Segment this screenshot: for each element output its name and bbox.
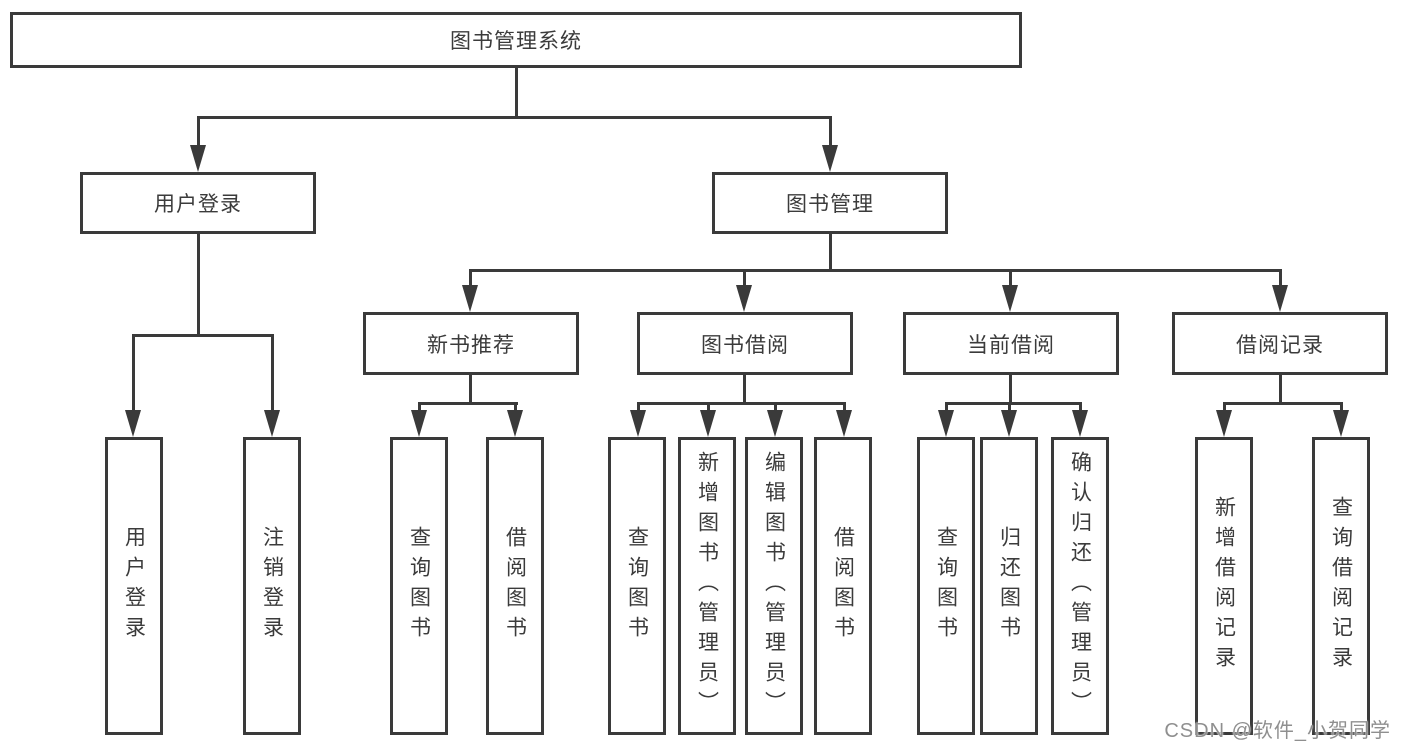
node-query-books-current-label: 查询图书 [934, 526, 958, 646]
arrow-down-icon [190, 145, 206, 172]
connector-line [469, 375, 472, 405]
connector-line [197, 234, 200, 337]
node-user-login-action-label: 用户登录 [122, 526, 146, 646]
arrow-down-icon [125, 410, 141, 437]
node-add-borrow-record: 新增借阅记录 [1195, 437, 1253, 735]
connector-line [271, 334, 274, 412]
arrow-down-icon [700, 410, 716, 437]
node-new-book-recommend: 新书推荐 [363, 312, 579, 375]
node-borrow-books-borrow-label: 借阅图书 [831, 526, 855, 646]
arrow-down-icon [264, 410, 280, 437]
node-current-borrow: 当前借阅 [903, 312, 1119, 375]
node-confirm-return-admin: 确认归还（管理员） [1051, 437, 1109, 735]
connector-line [132, 334, 135, 412]
node-edit-book-admin-label: 编辑图书（管理员） [762, 451, 786, 721]
connector-line [774, 402, 777, 412]
connector-line [1008, 402, 1011, 412]
node-new-book-recommend-label: 新书推荐 [427, 333, 515, 357]
node-edit-book-admin: 编辑图书（管理员） [745, 437, 803, 735]
arrow-down-icon [507, 410, 523, 437]
arrow-down-icon [1333, 410, 1349, 437]
node-current-borrow-label: 当前借阅 [967, 333, 1055, 357]
node-query-books-borrow-label: 查询图书 [625, 526, 649, 646]
node-return-book: 归还图书 [980, 437, 1038, 735]
arrow-down-icon [1216, 410, 1232, 437]
node-book-borrow-label: 图书借阅 [701, 333, 789, 357]
connector-line [1279, 269, 1282, 287]
node-book-management: 图书管理 [712, 172, 948, 234]
node-borrow-records-label: 借阅记录 [1236, 333, 1324, 357]
node-add-book-admin-label: 新增图书（管理员） [695, 451, 719, 721]
node-query-books-current: 查询图书 [917, 437, 975, 735]
arrow-down-icon [411, 410, 427, 437]
arrow-down-icon [1072, 410, 1088, 437]
node-query-books-recommend-label: 查询图书 [407, 526, 431, 646]
connector-line [637, 402, 846, 405]
connector-line [1009, 269, 1012, 287]
node-logout: 注销登录 [243, 437, 301, 735]
node-user-login: 用户登录 [80, 172, 316, 234]
node-root: 图书管理系统 [10, 12, 1022, 68]
arrow-down-icon [1272, 285, 1288, 312]
arrow-down-icon [630, 410, 646, 437]
connector-line [743, 269, 746, 287]
arrow-down-icon [736, 285, 752, 312]
node-book-management-label: 图书管理 [786, 193, 874, 216]
connector-line [743, 375, 746, 405]
connector-line [132, 334, 274, 337]
node-borrow-books-recommend-label: 借阅图书 [503, 526, 527, 646]
node-logout-label: 注销登录 [260, 526, 284, 646]
csdn-watermark: CSDN @软件_小贺同学 [1164, 720, 1391, 742]
node-borrow-books-recommend: 借阅图书 [486, 437, 544, 735]
node-borrow-books-borrow: 借阅图书 [814, 437, 872, 735]
connector-line [1009, 375, 1012, 405]
connector-line [418, 402, 421, 412]
arrow-down-icon [938, 410, 954, 437]
node-add-borrow-record-label: 新增借阅记录 [1212, 496, 1236, 676]
arrow-down-icon [822, 145, 838, 172]
connector-line [469, 269, 1282, 272]
connector-line [1223, 402, 1226, 412]
arrow-down-icon [1001, 410, 1017, 437]
connector-line [1340, 402, 1343, 412]
node-return-book-label: 归还图书 [997, 526, 1021, 646]
node-book-borrow: 图书借阅 [637, 312, 853, 375]
node-query-books-borrow: 查询图书 [608, 437, 666, 735]
connector-line [829, 234, 832, 272]
connector-line [637, 402, 640, 412]
node-root-label: 图书管理系统 [450, 30, 582, 53]
connector-line [469, 269, 472, 287]
connector-line [945, 402, 1082, 405]
connector-line [197, 116, 200, 147]
connector-line [515, 68, 518, 118]
connector-line [945, 402, 948, 412]
node-query-books-recommend: 查询图书 [390, 437, 448, 735]
connector-line [707, 402, 710, 412]
node-query-borrow-record: 查询借阅记录 [1312, 437, 1370, 735]
arrow-down-icon [767, 410, 783, 437]
arrow-down-icon [462, 285, 478, 312]
node-add-book-admin: 新增图书（管理员） [678, 437, 736, 735]
connector-line [197, 116, 832, 119]
connector-line [418, 402, 518, 405]
connector-line [514, 402, 517, 412]
node-confirm-return-admin-label: 确认归还（管理员） [1068, 451, 1092, 721]
node-query-borrow-record-label: 查询借阅记录 [1329, 496, 1353, 676]
node-user-login-label: 用户登录 [154, 193, 242, 216]
connector-line [829, 116, 832, 147]
connector-line [1079, 402, 1082, 412]
node-borrow-records: 借阅记录 [1172, 312, 1388, 375]
connector-line [843, 402, 846, 412]
connector-line [1279, 375, 1282, 405]
node-user-login-action: 用户登录 [105, 437, 163, 735]
connector-line [1223, 402, 1343, 405]
arrow-down-icon [1002, 285, 1018, 312]
arrow-down-icon [836, 410, 852, 437]
